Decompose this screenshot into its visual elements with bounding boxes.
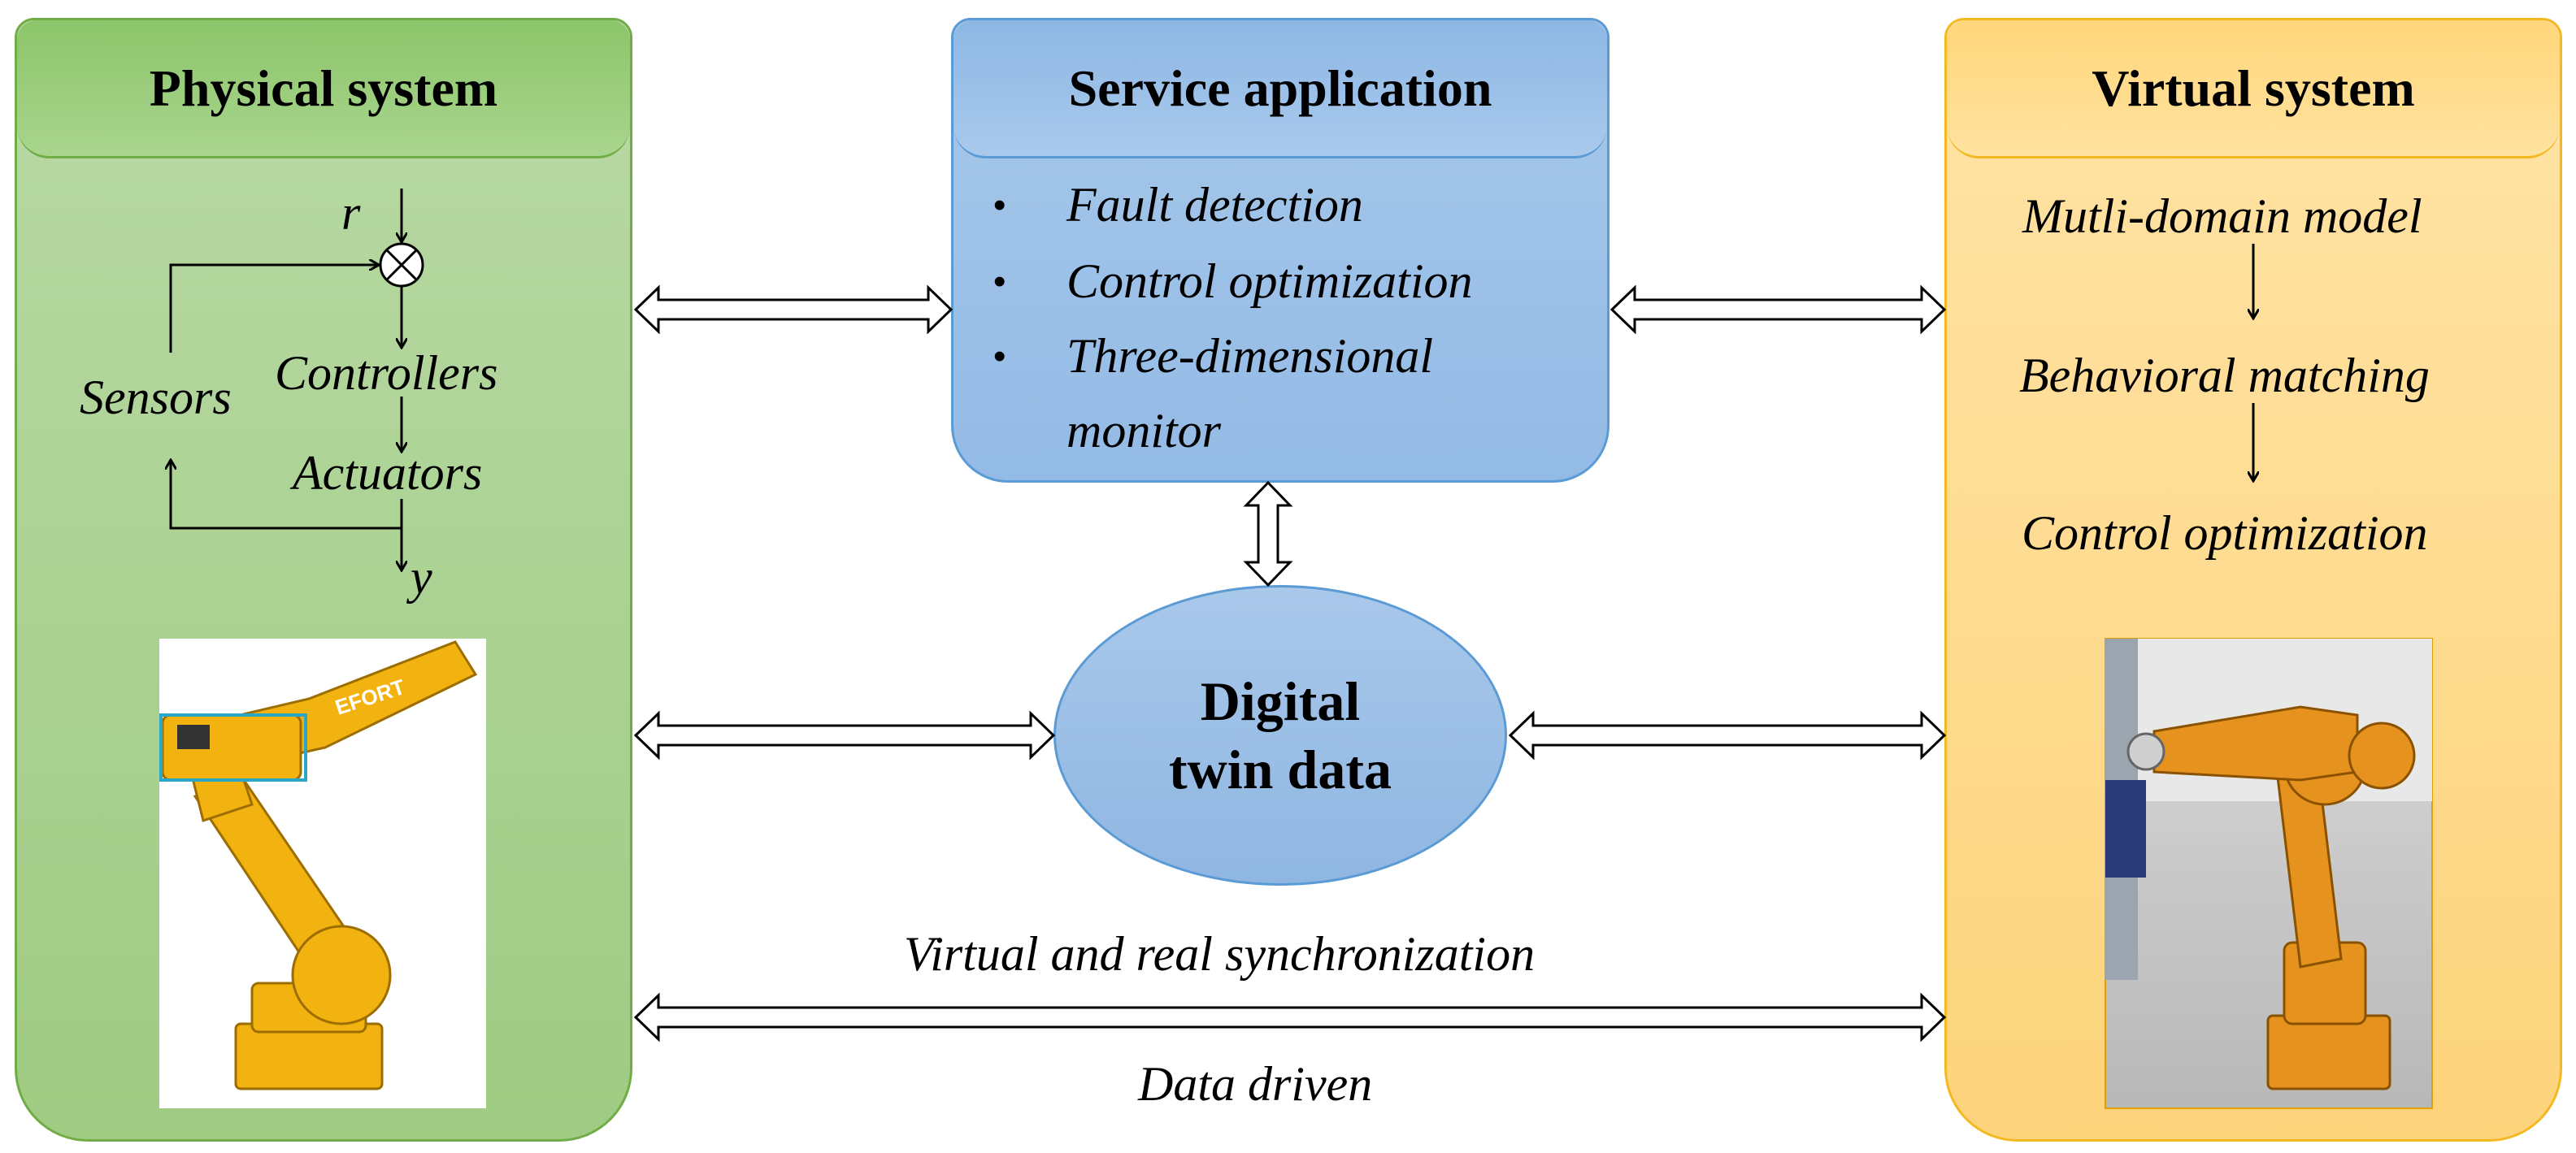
- controllers-label: Controllers: [275, 346, 498, 400]
- bullet-icon: •: [993, 185, 1006, 225]
- virtual-step-control-optimization: Control optimization: [2022, 506, 2428, 560]
- service-item-fault-detection: Fault detection: [1066, 178, 1363, 232]
- highlight-box: [159, 713, 307, 782]
- physical-robot-image: EFORT: [159, 639, 486, 1108]
- double-arrow-physical-twin: [633, 710, 1056, 761]
- service-item-three-dimensional: Three-dimensional: [1066, 329, 1434, 383]
- virtual-robot-image: [2105, 638, 2433, 1109]
- digital-twin-data-node: Digital twin data: [1053, 585, 1507, 886]
- bullet-icon: •: [993, 262, 1006, 301]
- twin-line-1: Digital: [1200, 670, 1361, 732]
- service-item-monitor: monitor: [1066, 404, 1222, 457]
- data-driven-label: Data driven: [1138, 1057, 1373, 1111]
- twin-line-2: twin data: [1169, 739, 1392, 800]
- output-label: y: [411, 550, 432, 604]
- actuators-label: Actuators: [293, 446, 483, 500]
- virtual-step-behavioral-matching: Behavioral matching: [2019, 349, 2430, 402]
- double-arrow-physical-virtual: [633, 992, 1947, 1042]
- sensors-label: Sensors: [80, 371, 232, 424]
- service-application-title: Service application: [954, 20, 1607, 158]
- control-loop: [169, 189, 424, 570]
- double-arrow-physical-service: [633, 284, 954, 335]
- double-arrow-service-twin: [1243, 480, 1293, 587]
- sensors-to-junction-arrow: [169, 265, 379, 353]
- sync-label: Virtual and real synchronization: [904, 927, 1536, 981]
- double-arrow-service-virtual: [1609, 284, 1947, 335]
- virtual-step-multi-domain-model: Mutli-domain model: [2022, 189, 2422, 243]
- physical-system-title: Physical system: [17, 20, 630, 158]
- double-arrow-twin-virtual: [1508, 710, 1947, 761]
- service-application-panel: Service application: [951, 18, 1609, 483]
- reference-label: r: [341, 186, 361, 240]
- feedback-to-sensors-arrow: [171, 460, 402, 530]
- bullet-icon: •: [993, 336, 1006, 376]
- service-item-control-optimization: Control optimization: [1066, 254, 1473, 308]
- virtual-system-title: Virtual system: [1947, 20, 2560, 158]
- robot-detail: [177, 725, 210, 749]
